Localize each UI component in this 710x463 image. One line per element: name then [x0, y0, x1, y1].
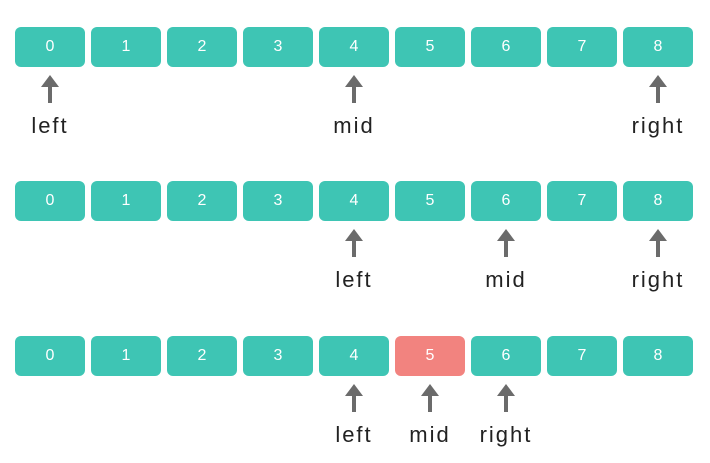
array-cell: 1 — [91, 336, 161, 376]
pointer-arrow-icon — [421, 384, 439, 412]
pointer-label-right: right — [631, 267, 685, 292]
array-cell: 2 — [167, 181, 237, 221]
array-cell: 7 — [547, 27, 617, 67]
pointer-label-right: right — [479, 422, 533, 447]
array-cell: 4 — [319, 336, 389, 376]
array-cell: 7 — [547, 181, 617, 221]
array-cell: 5 — [395, 27, 465, 67]
array-cell: 7 — [547, 336, 617, 376]
pointer-arrow-icon — [345, 229, 363, 257]
pointer-arrow-icon — [345, 384, 363, 412]
array-cell: 4 — [319, 181, 389, 221]
pointer-label-right: right — [631, 113, 685, 138]
array-cell: 8 — [623, 27, 693, 67]
array-cell: 1 — [91, 27, 161, 67]
pointer-arrow-icon — [497, 229, 515, 257]
array-cell: 3 — [243, 181, 313, 221]
array-cell: 3 — [243, 27, 313, 67]
pointer-arrow-icon — [649, 75, 667, 103]
array-cell: 2 — [167, 336, 237, 376]
array-cell: 2 — [167, 27, 237, 67]
array-cell: 8 — [623, 336, 693, 376]
array-cell: 5 — [395, 336, 465, 376]
pointer-label-mid: mid — [333, 113, 375, 138]
array-cell: 6 — [471, 181, 541, 221]
pointer-label-left: left — [335, 267, 373, 292]
array-cell: 0 — [15, 336, 85, 376]
array-cell: 6 — [471, 336, 541, 376]
array-cell: 5 — [395, 181, 465, 221]
array-cell: 8 — [623, 181, 693, 221]
pointer-label-left: left — [31, 113, 69, 138]
pointer-arrow-icon — [41, 75, 59, 103]
pointer-arrow-icon — [649, 229, 667, 257]
pointer-label-mid: mid — [485, 267, 527, 292]
pointer-label-mid: mid — [409, 422, 451, 447]
array-cell: 6 — [471, 27, 541, 67]
pointer-arrow-icon — [345, 75, 363, 103]
array-cell: 0 — [15, 181, 85, 221]
pointer-arrow-icon — [497, 384, 515, 412]
array-cell: 1 — [91, 181, 161, 221]
pointer-label-left: left — [335, 422, 373, 447]
array-cell: 4 — [319, 27, 389, 67]
array-cell: 3 — [243, 336, 313, 376]
array-cell: 0 — [15, 27, 85, 67]
